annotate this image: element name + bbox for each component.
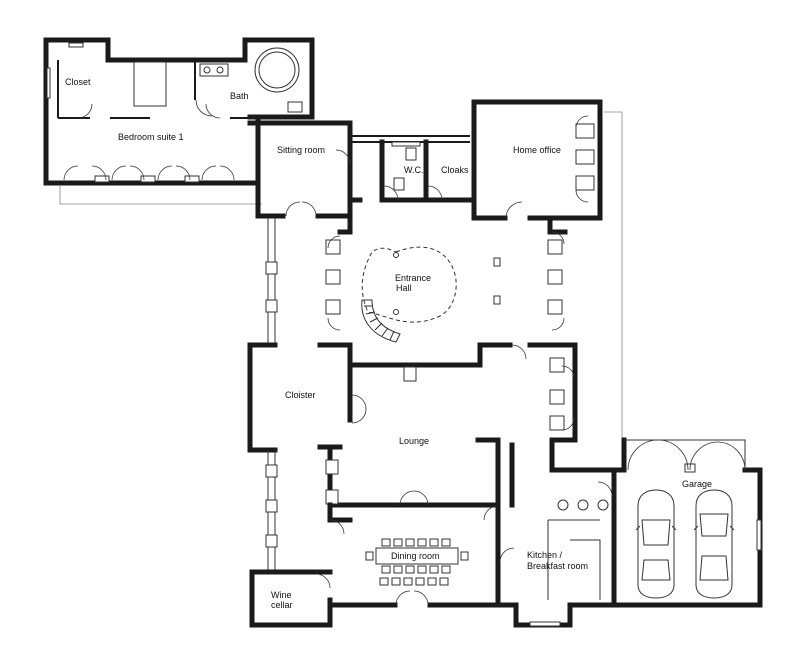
bedroom-fixtures <box>46 42 303 183</box>
car-left <box>635 489 677 599</box>
staircase-outline <box>361 246 457 323</box>
label-bedroom-suite: Bedroom suite 1 <box>118 132 184 142</box>
dining-table <box>375 547 459 565</box>
cloister-walls <box>247 218 351 570</box>
bedroom-wing-walls <box>43 37 315 205</box>
label-wine-line2: cellar <box>271 600 293 610</box>
dining-room-walls <box>327 502 501 608</box>
label-wc: W.C. <box>404 165 424 175</box>
staircase <box>361 299 401 343</box>
label-bath: Bath <box>230 91 249 101</box>
lounge-doors <box>351 365 575 506</box>
entrance-hall-fixtures <box>325 239 563 343</box>
entrance-hall-walls <box>337 213 578 382</box>
dining-chairs <box>365 538 469 586</box>
label-wine-line1: Wine <box>271 590 292 600</box>
label-closet: Closet <box>65 77 91 87</box>
sitting-doors <box>285 149 443 217</box>
kitchen-walls <box>495 437 617 628</box>
label-cloister: Cloister <box>285 390 316 400</box>
label-entrance-line1: Entrance <box>395 273 431 283</box>
garage-doors <box>627 439 746 471</box>
bed <box>133 61 167 107</box>
bathtub <box>254 47 300 93</box>
car-right <box>693 489 735 599</box>
label-kitchen-line2: Breakfast room <box>527 561 588 571</box>
wc-fixtures <box>391 141 421 191</box>
label-home-office: Home office <box>513 145 561 155</box>
room-labels: Closet Bath Bedroom suite 1 Sitting room… <box>65 77 712 610</box>
label-garage: Garage <box>682 479 712 489</box>
label-entrance-line2: Hall <box>396 283 412 293</box>
kitchen-doors <box>499 481 613 563</box>
sitting-room-walls <box>247 120 473 219</box>
bedroom-doors <box>63 99 235 181</box>
home-office-walls <box>471 99 623 462</box>
garage-walls <box>611 437 763 608</box>
label-lounge: Lounge <box>399 436 429 446</box>
entrance-hall-doors <box>327 231 565 360</box>
lounge-walls <box>325 342 578 508</box>
label-cloaks: Cloaks <box>441 165 469 175</box>
label-sitting-room: Sitting room <box>277 145 325 155</box>
label-dining-room: Dining room <box>391 551 440 561</box>
dining-doors <box>329 505 499 606</box>
label-kitchen-line1: Kitchen / <box>527 550 563 560</box>
home-office-doors <box>505 115 589 219</box>
wine-cellar-walls <box>249 569 333 628</box>
